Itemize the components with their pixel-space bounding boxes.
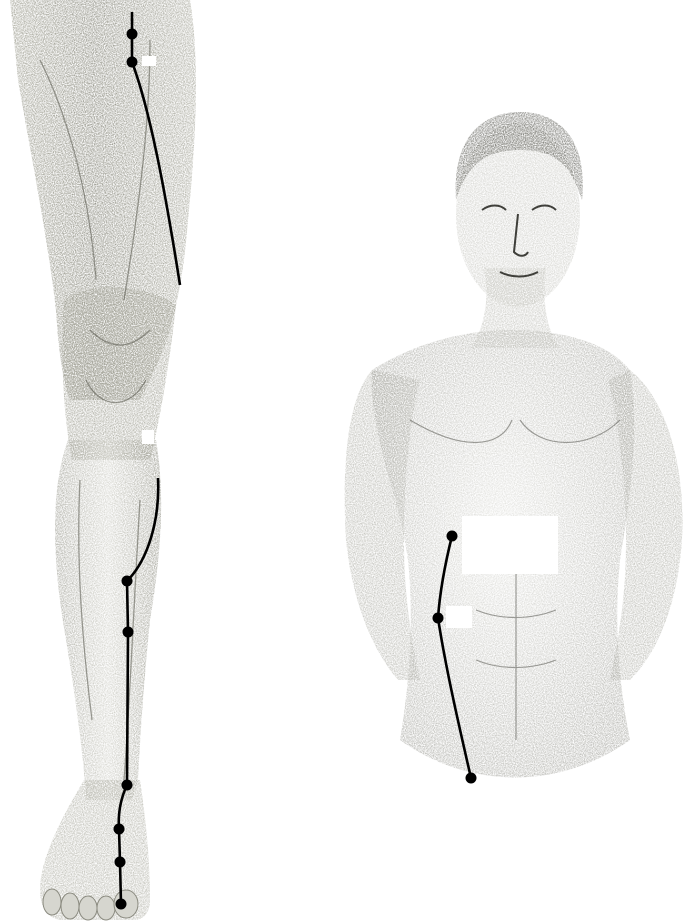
lower-leg-shape bbox=[55, 440, 161, 800]
torso-label-mask-2 bbox=[446, 606, 472, 628]
torso-point-3 bbox=[466, 773, 477, 784]
torso-point-1 bbox=[447, 531, 458, 542]
leg-point-8 bbox=[116, 899, 127, 910]
toe-2 bbox=[61, 893, 79, 919]
leg-point-2 bbox=[127, 57, 138, 68]
torso-label-mask-1 bbox=[462, 516, 558, 574]
leg-point-5 bbox=[122, 780, 133, 791]
knee-shape bbox=[62, 287, 176, 460]
leg-point-6 bbox=[114, 824, 125, 835]
leg-label-mask-1 bbox=[142, 56, 156, 66]
leg-label-mask-2 bbox=[142, 430, 154, 444]
torso-point-2 bbox=[433, 613, 444, 624]
leg-figure bbox=[10, 0, 196, 920]
leg-point-7 bbox=[115, 857, 126, 868]
toe-1 bbox=[43, 889, 61, 915]
leg-point-3 bbox=[122, 576, 133, 587]
leg-point-1 bbox=[127, 29, 138, 40]
torso-figure bbox=[345, 112, 683, 778]
toe-4 bbox=[97, 896, 115, 920]
toe-3 bbox=[79, 896, 97, 920]
leg-point-4 bbox=[123, 627, 134, 638]
